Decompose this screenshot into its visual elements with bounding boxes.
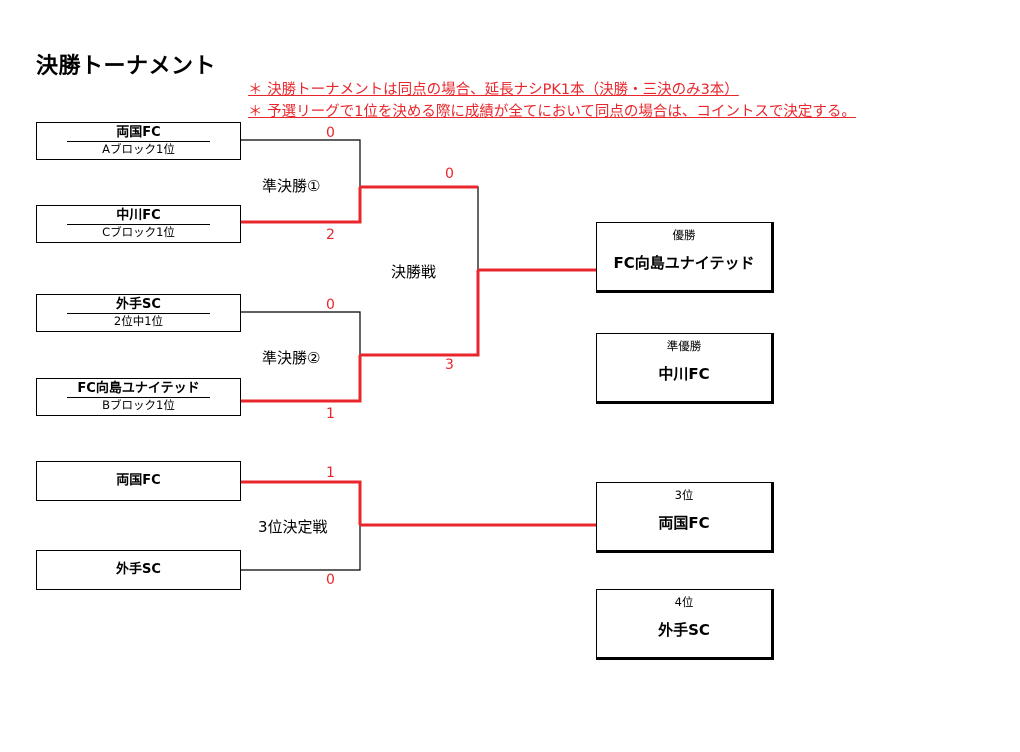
result-rank-label: 優勝 [672,228,696,242]
team-name: 両国FC [116,473,161,488]
score-final-bottom: 3 [445,357,454,373]
score-team4: 1 [326,406,335,422]
result-champion: 優勝 FC向島ユナイテッド [596,222,774,293]
round-label-semi1: 準決勝① [262,177,321,195]
result-rank-label: 3位 [674,488,694,502]
team-box: 外手SC [36,550,241,590]
team-seed: Cブロック1位 [67,224,210,240]
result-third-place: 3位 両国FC [596,482,774,553]
semi2-top-line [241,311,361,355]
round-label-semi2: 準決勝② [262,349,321,367]
team-seed: 2位中1位 [67,313,210,329]
team-name: FC向島ユナイテッド [77,381,200,396]
result-rank-label: 準優勝 [666,339,702,353]
final-top-line [360,186,479,270]
team-name: 中川FC [116,208,161,223]
team-seed: Bブロック1位 [67,397,210,413]
round-label-final: 決勝戦 [391,263,437,281]
score-team2: 2 [326,227,335,243]
result-team-name: 両国FC [658,514,710,532]
team-seed: Aブロック1位 [67,141,210,157]
team-box: FC向島ユナイテッド Bブロック1位 [36,378,241,416]
team-name: 外手SC [116,562,161,577]
result-rank-label: 4位 [674,595,694,609]
score-third-bottom: 0 [326,572,335,588]
semi2-bottom-line [241,355,362,403]
team-name: 外手SC [116,297,161,312]
result-team-name: FC向島ユナイテッド [613,254,755,272]
score-third-top: 1 [326,465,335,481]
semi1-bottom-line [241,187,362,224]
round-label-third: 3位決定戦 [258,518,328,536]
result-runner-up: 準優勝 中川FC [596,333,774,404]
score-team3: 0 [326,297,335,313]
note-coin-toss-rule: ＊ 予選リーグで1位を決める際に成績が全てにおいて同点の場合は、コイントスで決定… [248,104,856,120]
final-bottom-line [360,270,480,357]
result-fourth-place: 4位 外手SC [596,589,774,660]
result-team-name: 中川FC [658,365,710,383]
score-team1: 0 [326,125,335,141]
third-bottom-line [241,525,361,571]
team-box: 外手SC 2位中1位 [36,294,241,332]
score-final-top: 0 [445,166,454,182]
team-box: 両国FC Aブロック1位 [36,122,241,160]
third-top-line [241,480,362,525]
note-pk-rule: ＊ 決勝トーナメントは同点の場合、延長ナシPK1本（決勝・三決のみ3本） [248,82,739,98]
team-box: 両国FC [36,461,241,501]
result-team-name: 外手SC [658,621,710,639]
semi1-top-line [241,139,361,187]
page-title: 決勝トーナメント [36,54,217,79]
team-box: 中川FC Cブロック1位 [36,205,241,243]
team-name: 両国FC [116,125,161,140]
